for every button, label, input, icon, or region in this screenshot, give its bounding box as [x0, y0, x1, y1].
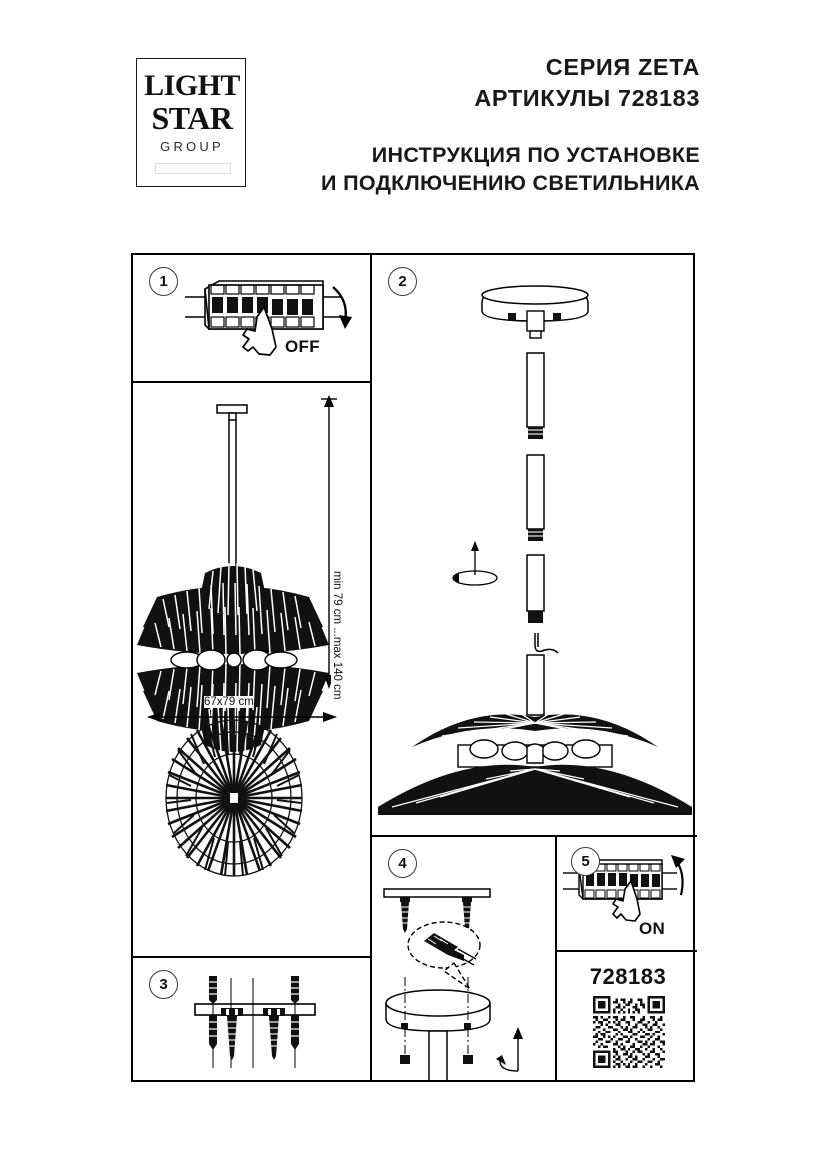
- step-1-panel: 1: [133, 255, 370, 383]
- product-dimension-panel: min 79 cm ...max 140 cm 67x79 cm: [133, 383, 370, 956]
- step-2-panel: 2: [370, 255, 697, 835]
- step-5-on-label: ON: [639, 919, 666, 938]
- height-dimension-label: min 79 cm ...max 140 cm: [331, 571, 343, 700]
- mounting-bracket-screws-icon: [194, 976, 316, 1068]
- qr-article-panel: 728183: [555, 950, 697, 1080]
- logo-text-light: LIGHT: [144, 69, 240, 102]
- width-dimension-label: 67x79 cm: [204, 696, 254, 708]
- subtitle-line-1: ИНСТРУКЦИЯ ПО УСТАНОВКЕ: [371, 143, 700, 167]
- brand-logo: LIGHT STAR GROUP: [136, 58, 246, 187]
- step-1-off-label: OFF: [285, 337, 320, 356]
- pendant-assembly-icon: [378, 285, 692, 815]
- instruction-diagram-grid: 1: [131, 253, 697, 1082]
- document-header: LIGHT STAR GROUP СЕРИЯ ZETA АРТИКУЛЫ 728…: [0, 0, 826, 230]
- step-badge-5: 5: [571, 847, 600, 876]
- flag-stripe-white: [181, 164, 206, 173]
- circuit-breaker-on-icon: [563, 855, 685, 922]
- subtitle-line-2: И ПОДКЛЮЧЕНИЮ СВЕТИЛЬНИКА: [321, 171, 700, 196]
- step-badge-3: 3: [149, 970, 178, 999]
- step-badge-1: 1: [149, 267, 178, 296]
- series-title: СЕРИЯ ZETA: [545, 54, 700, 80]
- step-4-panel: 4: [370, 835, 555, 1080]
- ceiling-mount-detail-icon: [383, 888, 523, 1080]
- italian-flag-icon: [155, 163, 231, 174]
- subtitle-block: ИНСТРУКЦИЯ ПО УСТАНОВКЕ И ПОДКЛЮЧЕНИЮ СВ…: [276, 141, 700, 198]
- article-title: АРТИКУЛЫ 728183: [474, 85, 700, 112]
- title-block: СЕРИЯ ZETA АРТИКУЛЫ 728183: [276, 52, 700, 115]
- step-5-panel: 5: [555, 835, 697, 950]
- logo-text-star: STAR: [151, 100, 233, 136]
- qr-code-icon: [593, 996, 665, 1068]
- qr-article-number: 728183: [589, 964, 667, 989]
- logo-text-group: GROUP: [160, 139, 224, 154]
- flag-stripe-green: [156, 164, 181, 173]
- step-3-panel: 3: [133, 956, 370, 1080]
- flag-stripe-red: [205, 164, 230, 173]
- step-badge-4: 4: [388, 849, 417, 878]
- step-badge-2: 2: [388, 267, 417, 296]
- circuit-breaker-off-icon: [185, 280, 352, 356]
